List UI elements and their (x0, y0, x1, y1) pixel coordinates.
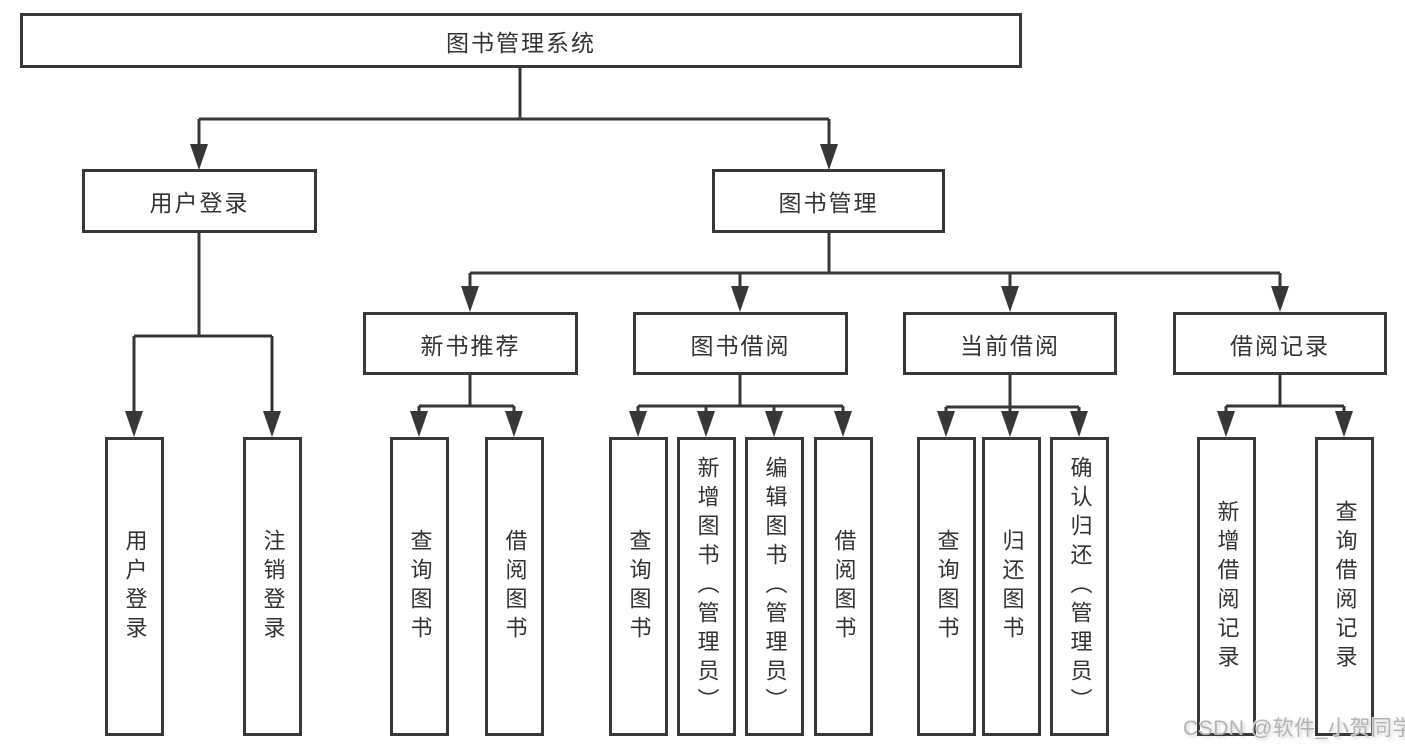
node-user-login: 用户登录 (82, 169, 317, 233)
leaf-user-login: 用户登录 (105, 437, 164, 736)
leaf-newbooks-query-books: 查询图书 (390, 437, 449, 736)
leaf-records-add-borrow-record: 新增借阅记录 (1197, 437, 1256, 736)
node-book-borrowing: 图书借阅 (633, 312, 848, 375)
leaf-borrowing-add-books-admin: 新增图书（管理员） (677, 437, 736, 736)
leaf-current-return-books: 归还图书 (982, 437, 1041, 736)
node-borrowing-records: 借阅记录 (1173, 312, 1387, 375)
node-library-management-system: 图书管理系统 (20, 13, 1022, 68)
node-book-management: 图书管理 (712, 169, 945, 233)
node-current-borrowing: 当前借阅 (903, 312, 1117, 375)
leaf-records-query-borrow-record: 查询借阅记录 (1315, 437, 1374, 736)
leaf-borrowing-query-books: 查询图书 (609, 437, 668, 736)
leaf-current-confirm-return-admin: 确认归还（管理员） (1050, 437, 1109, 736)
node-new-book-recommendation: 新书推荐 (363, 312, 578, 375)
leaf-borrowing-borrow-books: 借阅图书 (814, 437, 873, 736)
csdn-watermark: CSDN @软件_小贺同学 (1183, 717, 1405, 740)
leaf-current-query-books: 查询图书 (917, 437, 976, 736)
arrowheads (125, 144, 1353, 437)
leaf-newbooks-borrow-books: 借阅图书 (485, 437, 544, 736)
leaf-logout: 注销登录 (243, 437, 302, 736)
leaf-borrowing-edit-books-admin: 编辑图书（管理员） (745, 437, 804, 736)
